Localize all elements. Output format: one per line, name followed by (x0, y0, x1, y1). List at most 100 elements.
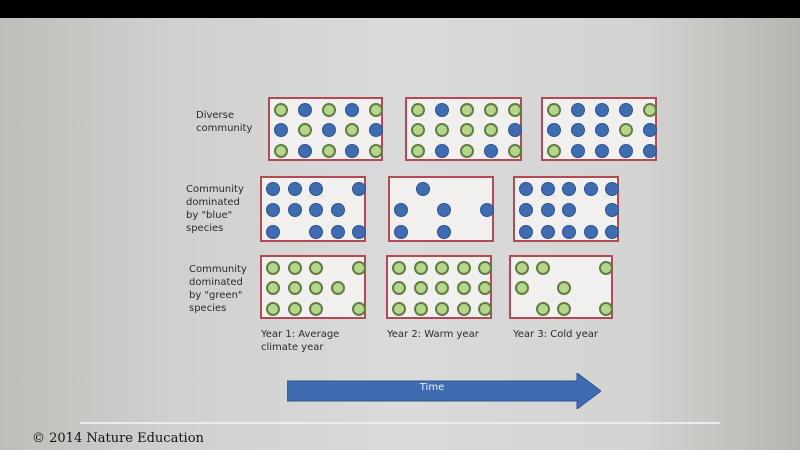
blue-species-dot (287, 182, 302, 196)
blue-species-dot (571, 123, 585, 138)
green-species-dot (321, 103, 336, 117)
row-label-blue: Community dominated by "blue" species (186, 184, 244, 234)
blue-species-dot (508, 123, 522, 138)
blue-species-dot (571, 143, 585, 158)
blue-species-dot (309, 182, 323, 196)
green-species-dot (369, 143, 383, 158)
green-species-dot (413, 281, 428, 296)
green-species-dot (287, 261, 302, 275)
blue-species-dot (437, 203, 451, 218)
time-arrow-label: Time (419, 382, 445, 393)
blue-species-dot (571, 103, 585, 117)
community-box (268, 97, 383, 161)
blue-species-dot (287, 203, 302, 218)
green-species-dot (330, 281, 345, 296)
blue-species-dot (309, 203, 323, 218)
community-box (386, 255, 492, 319)
blue-species-dot (266, 224, 280, 239)
green-species-dot (352, 261, 366, 275)
blue-species-dot (595, 103, 609, 117)
green-species-dot (435, 301, 449, 316)
blue-species-dot (394, 203, 408, 218)
green-species-dot (547, 103, 561, 117)
blue-species-dot (583, 182, 598, 196)
green-species-dot (309, 261, 323, 275)
blue-species-dot (583, 224, 598, 239)
blue-species-dot (519, 224, 533, 239)
blue-species-dot (330, 203, 345, 218)
green-species-dot (459, 123, 474, 138)
green-species-dot (321, 143, 336, 158)
green-species-dot (345, 123, 360, 138)
blue-species-dot (394, 224, 408, 239)
green-species-dot (411, 123, 425, 138)
green-species-dot (599, 261, 613, 275)
green-species-dot (309, 281, 323, 296)
blue-species-dot (297, 103, 312, 117)
green-species-dot (557, 281, 571, 296)
green-species-dot (413, 261, 428, 275)
blue-species-dot (547, 123, 561, 138)
blue-species-dot (266, 182, 280, 196)
green-species-dot (478, 261, 492, 275)
blue-species-dot (483, 143, 498, 158)
green-species-dot (411, 143, 425, 158)
blue-species-dot (519, 203, 533, 218)
blue-species-dot (605, 203, 619, 218)
community-box (509, 255, 613, 319)
blue-species-dot (345, 143, 360, 158)
year-label-1: Year 1: Average climate year (261, 329, 340, 353)
blue-species-dot (266, 203, 280, 218)
community-box (541, 97, 657, 161)
blue-species-dot (605, 182, 619, 196)
green-species-dot (435, 123, 450, 138)
blue-species-dot (297, 143, 312, 158)
blue-species-dot (540, 203, 555, 218)
green-species-dot (287, 281, 302, 296)
blue-species-dot (274, 123, 288, 138)
blue-species-dot (643, 143, 657, 158)
green-species-dot (309, 301, 323, 316)
row-label-green: Community dominated by "green" species (189, 264, 247, 314)
blue-species-dot (595, 143, 609, 158)
green-species-dot (297, 123, 312, 138)
blue-species-dot (321, 123, 336, 138)
green-species-dot (435, 261, 449, 275)
blue-species-dot (562, 224, 576, 239)
blue-species-dot (643, 123, 657, 138)
blue-species-dot (435, 143, 450, 158)
green-species-dot (619, 123, 633, 138)
green-species-dot (266, 261, 280, 275)
green-species-dot (392, 281, 406, 296)
community-box (260, 255, 366, 319)
blue-species-dot (595, 123, 609, 138)
community-box (388, 176, 494, 242)
blue-species-dot (435, 103, 450, 117)
green-species-dot (411, 103, 425, 117)
green-species-dot (483, 103, 498, 117)
slide: Diverse community Community dominated by… (0, 18, 800, 450)
green-species-dot (266, 281, 280, 296)
green-species-dot (643, 103, 657, 117)
green-species-dot (459, 143, 474, 158)
blue-species-dot (619, 143, 633, 158)
green-species-dot (508, 143, 522, 158)
year-label-2: Year 2: Warm year (387, 329, 479, 340)
video-top-bar (0, 0, 800, 18)
blue-species-dot (352, 182, 366, 196)
time-arrow (287, 373, 601, 409)
blue-species-dot (309, 224, 323, 239)
green-species-dot (483, 123, 498, 138)
blue-species-dot (562, 203, 576, 218)
community-box (513, 176, 619, 242)
green-species-dot (392, 261, 406, 275)
blue-species-dot (480, 203, 494, 218)
green-species-dot (515, 281, 529, 296)
blue-species-dot (437, 224, 451, 239)
green-species-dot (547, 143, 561, 158)
green-species-dot (508, 103, 522, 117)
green-species-dot (536, 301, 550, 316)
blue-species-dot (352, 224, 366, 239)
green-species-dot (557, 301, 571, 316)
green-species-dot (456, 281, 471, 296)
